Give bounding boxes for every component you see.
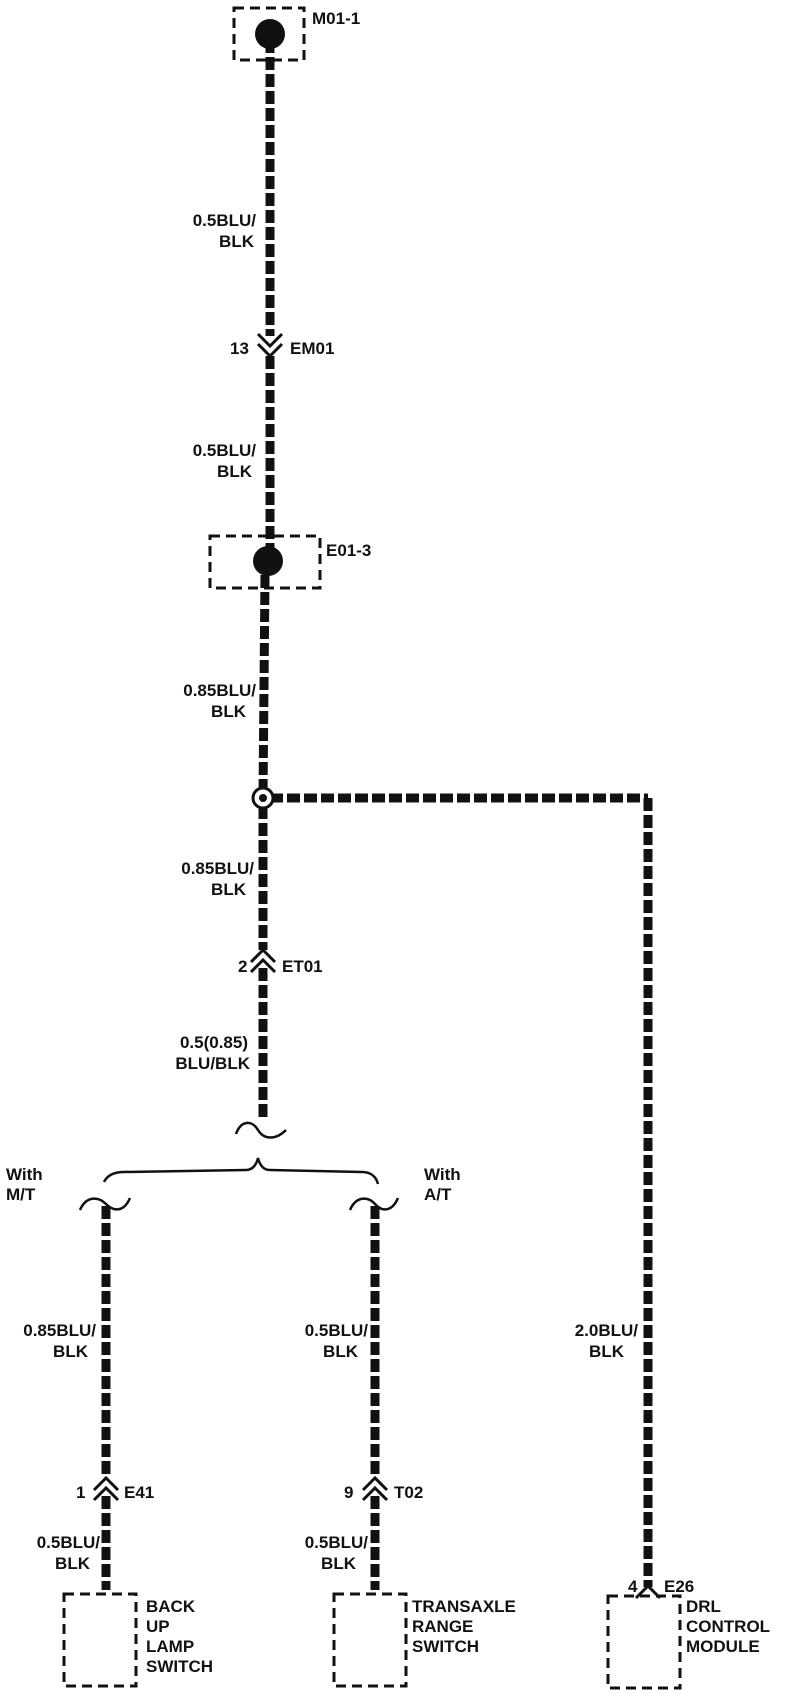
e01-terminal-dot: [253, 546, 283, 576]
backup-label-line3: LAMP: [146, 1637, 194, 1656]
wire8-spec-line1: 2.0BLU/: [575, 1321, 639, 1340]
drl-label-line3: MODULE: [686, 1637, 760, 1656]
label-m01-1: M01-1: [312, 9, 360, 28]
wire6-spec-line1: 0.85BLU/: [23, 1321, 96, 1340]
label-with-mt-line2: M/T: [6, 1185, 36, 1204]
wire-e01-to-splice: [258, 574, 270, 797]
backup-lamp-switch-box: [62, 1592, 138, 1688]
splice-center: [259, 794, 267, 802]
brace-line: [102, 1157, 380, 1185]
wire1-spec-line2: BLK: [219, 232, 255, 251]
wire4-spec-line1: 0.85BLU/: [181, 859, 254, 878]
drl-label-line1: DRL: [686, 1597, 721, 1616]
backup-label-line2: UP: [146, 1617, 170, 1636]
wire2-spec-line1: 0.5BLU/: [193, 441, 257, 460]
wires: [101, 40, 653, 1590]
t02-connector-icon: [361, 1475, 389, 1492]
e41-connector-icon: [92, 1475, 120, 1492]
label-e01-3: E01-3: [326, 541, 371, 560]
label-with-at-line1: With: [424, 1165, 461, 1184]
wire5-spec-line1: 0.5(0.85): [180, 1033, 248, 1052]
label-em01: EM01: [290, 339, 334, 358]
wire6-spec-line2: BLK: [53, 1342, 89, 1361]
label-em01-pin: 13: [230, 339, 249, 358]
wire7-spec-line1: 0.5BLU/: [305, 1321, 369, 1340]
label-e41-pin: 1: [76, 1483, 85, 1502]
wire-spec-labels: 0.5BLU/ BLK 0.5BLU/ BLK 0.85BLU/ BLK 0.8…: [23, 211, 638, 1573]
transaxle-label-line2: RANGE: [412, 1617, 473, 1636]
wire9-spec-line2: BLK: [55, 1554, 91, 1573]
drl-control-module-box: [606, 1594, 682, 1690]
et01-connector-icon: [249, 947, 277, 964]
wire3-spec-line1: 0.85BLU/: [183, 681, 256, 700]
at-wire-end-curl: [348, 1197, 400, 1211]
transaxle-range-switch-box: [332, 1592, 408, 1688]
label-e26-pin: 4: [628, 1577, 638, 1596]
label-with-at-line2: A/T: [424, 1185, 452, 1204]
t02-connector-icon-2: [361, 1485, 389, 1502]
e01-box: [208, 534, 322, 590]
et01-connector-icon-2: [249, 957, 277, 974]
wire10-spec-line1: 0.5BLU/: [305, 1533, 369, 1552]
wire3-spec-line2: BLK: [211, 702, 247, 721]
drl-label-line2: CONTROL: [686, 1617, 770, 1636]
label-t02-pin: 9: [344, 1483, 353, 1502]
transaxle-label-line1: TRANSAXLE: [412, 1597, 516, 1616]
wire7-spec-line2: BLK: [323, 1342, 359, 1361]
label-with-mt-line1: With: [6, 1165, 43, 1184]
label-et01: ET01: [282, 957, 323, 976]
e41-connector-icon-2: [92, 1485, 120, 1502]
mt-wire-end-curl: [78, 1197, 132, 1211]
wire5-spec-line2: BLU/BLK: [175, 1054, 250, 1073]
em01-connector-icon-2: [256, 342, 284, 359]
wire2-spec-line2: BLK: [217, 462, 253, 481]
option-brace: [78, 1121, 400, 1211]
wire10-spec-line2: BLK: [321, 1554, 357, 1573]
upper-wire-end-curl: [234, 1121, 287, 1139]
backup-label-line4: SWITCH: [146, 1657, 213, 1676]
wire1-spec-line1: 0.5BLU/: [193, 211, 257, 230]
wire9-spec-line1: 0.5BLU/: [37, 1533, 101, 1552]
em01-connector-icon: [256, 332, 284, 349]
label-e41: E41: [124, 1483, 154, 1502]
label-e26: E26: [664, 1577, 694, 1596]
transaxle-label-line3: SWITCH: [412, 1637, 479, 1656]
m01-box: [232, 6, 306, 62]
wire8-spec-line2: BLK: [589, 1342, 625, 1361]
backup-label-line1: BACK: [146, 1597, 196, 1616]
label-et01-pin: 2: [238, 957, 247, 976]
label-t02: T02: [394, 1483, 423, 1502]
wire4-spec-line2: BLK: [211, 880, 247, 899]
e26-connector-icon: [634, 1583, 662, 1600]
m01-terminal-dot: [255, 19, 285, 49]
